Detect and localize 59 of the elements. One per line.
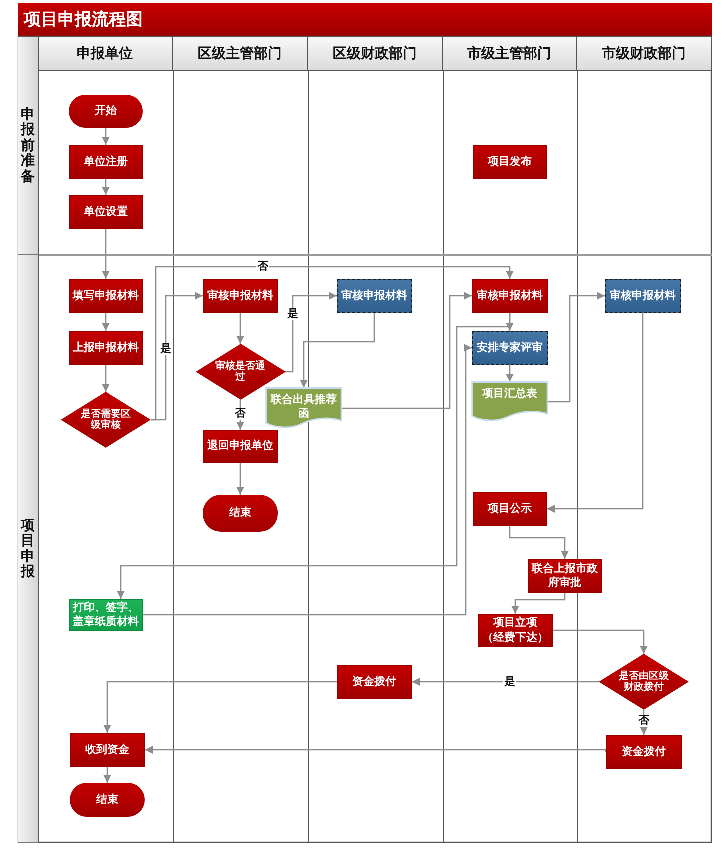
process-box: 资金拨付 bbox=[606, 735, 682, 769]
connector-arrow bbox=[506, 365, 514, 382]
connector-arrow bbox=[286, 292, 337, 373]
process-box: 项目发布 bbox=[473, 145, 547, 179]
connector-arrow bbox=[104, 681, 337, 733]
process-box: 填写申报材料 bbox=[69, 279, 143, 313]
connector-arrow bbox=[509, 526, 569, 559]
process-box: 上报申报材料 bbox=[69, 331, 143, 365]
lane-header: 区级主管部门 bbox=[173, 37, 308, 71]
process-box: 审核申报材料 bbox=[472, 279, 548, 313]
connector-arrow bbox=[236, 313, 244, 344]
connector-arrow bbox=[548, 292, 605, 403]
process-box: 资金拨付 bbox=[337, 665, 412, 699]
process-box: 审核申报材料 bbox=[203, 279, 278, 313]
connector-arrow bbox=[102, 128, 110, 145]
document-shape: 项目汇总表 bbox=[472, 382, 548, 422]
phase-header: 申报前准备 bbox=[18, 37, 39, 255]
connector-arrow bbox=[102, 313, 110, 331]
connector-arrow bbox=[300, 313, 376, 388]
lane-header: 市级主管部门 bbox=[443, 37, 577, 71]
connector-arrow bbox=[117, 313, 511, 599]
connector-arrow bbox=[145, 746, 607, 754]
connector-arrow bbox=[512, 593, 566, 614]
connector-arrow bbox=[143, 344, 472, 616]
process-box: 审核申报材料 bbox=[337, 279, 412, 313]
process-box: 收到资金 bbox=[70, 733, 145, 767]
process-box: 打印、签字、盖章纸质材料 bbox=[69, 599, 143, 631]
process-box: 项目公示 bbox=[473, 492, 547, 526]
document-shape: 联合出具推荐函 bbox=[266, 388, 342, 429]
process-box: 联合上报市政府审批 bbox=[528, 559, 602, 593]
process-box: 单位设置 bbox=[69, 195, 143, 229]
phase-header: 项目申报 bbox=[18, 255, 39, 843]
process-box: 项目立项（经费下达） bbox=[478, 614, 553, 647]
edge-label: 否 bbox=[256, 260, 270, 274]
connector-arrow bbox=[150, 266, 514, 421]
lane-header: 申报单位 bbox=[38, 37, 173, 71]
decision-diamond: 是否由区级财政拨付 bbox=[599, 654, 689, 710]
edge-label: 否 bbox=[638, 714, 650, 728]
connector-arrow bbox=[342, 292, 472, 410]
decision-diamond: 是否需要区级审核 bbox=[61, 392, 151, 448]
connector-arrow bbox=[102, 365, 110, 392]
lane-header: 市级财政部门 bbox=[577, 37, 712, 71]
connector-arrow bbox=[547, 313, 644, 513]
connector-arrow bbox=[553, 630, 648, 654]
edge-label: 否 bbox=[234, 408, 247, 420]
connector-arrow bbox=[102, 229, 110, 279]
connector-arrow bbox=[102, 179, 110, 195]
connector-arrow bbox=[104, 767, 112, 783]
process-box: 安排专家评审 bbox=[472, 331, 548, 365]
edge-label: 是 bbox=[160, 342, 172, 356]
edge-label: 是 bbox=[504, 676, 516, 688]
title-bar: 项目申报流程图 bbox=[18, 3, 712, 36]
lane-header: 区级财政部门 bbox=[308, 37, 443, 71]
process-box: 退回申报单位 bbox=[203, 430, 278, 463]
connector-arrow bbox=[236, 463, 244, 495]
process-box: 审核申报材料 bbox=[605, 279, 681, 313]
process-box: 单位注册 bbox=[69, 145, 143, 179]
connector-arrow bbox=[412, 678, 599, 686]
edge-label: 是 bbox=[286, 308, 300, 320]
